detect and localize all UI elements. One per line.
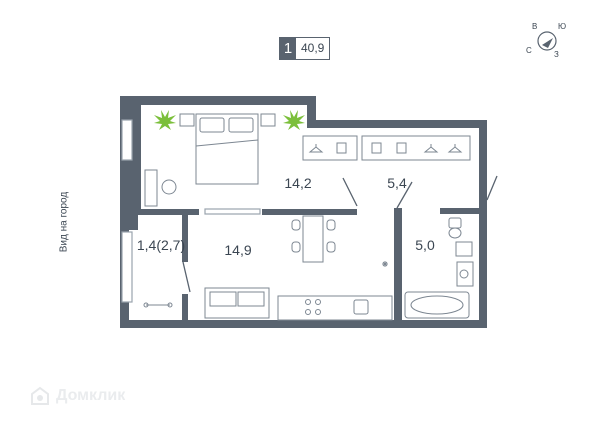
walls	[120, 96, 487, 328]
watermark: Домклик	[30, 386, 125, 406]
watermark-text: Домклик	[56, 387, 126, 404]
kitchen-counter	[277, 261, 393, 321]
doors	[182, 175, 498, 293]
plants	[154, 110, 305, 130]
total-area: 40,9	[301, 41, 325, 55]
sofa	[204, 287, 270, 319]
desk	[144, 169, 177, 207]
compass-south: Ю	[558, 22, 567, 31]
bathroom-area: 5,0	[415, 237, 435, 253]
bathroom-fixtures	[404, 217, 474, 319]
hallway-area: 5,4	[387, 175, 407, 191]
wardrobes	[302, 135, 471, 161]
domclick-logo-icon	[31, 386, 49, 405]
balcony-area: 1,4(2,7)	[136, 237, 186, 253]
rooms-count: 1	[280, 38, 296, 59]
balcony-furniture	[143, 302, 173, 308]
compass-icon	[537, 31, 557, 51]
compass: В Ю С З	[526, 20, 572, 60]
bedroom-area: 14,2	[284, 175, 312, 191]
windows	[121, 119, 261, 303]
bed	[179, 113, 276, 185]
compass-east: В	[532, 22, 538, 31]
compass-west: З	[554, 50, 559, 59]
compass-north: С	[526, 46, 532, 55]
dining-table	[291, 215, 336, 263]
kitchen-living-area: 14,9	[224, 242, 252, 258]
unit-badge: 1 40,9	[279, 37, 331, 60]
